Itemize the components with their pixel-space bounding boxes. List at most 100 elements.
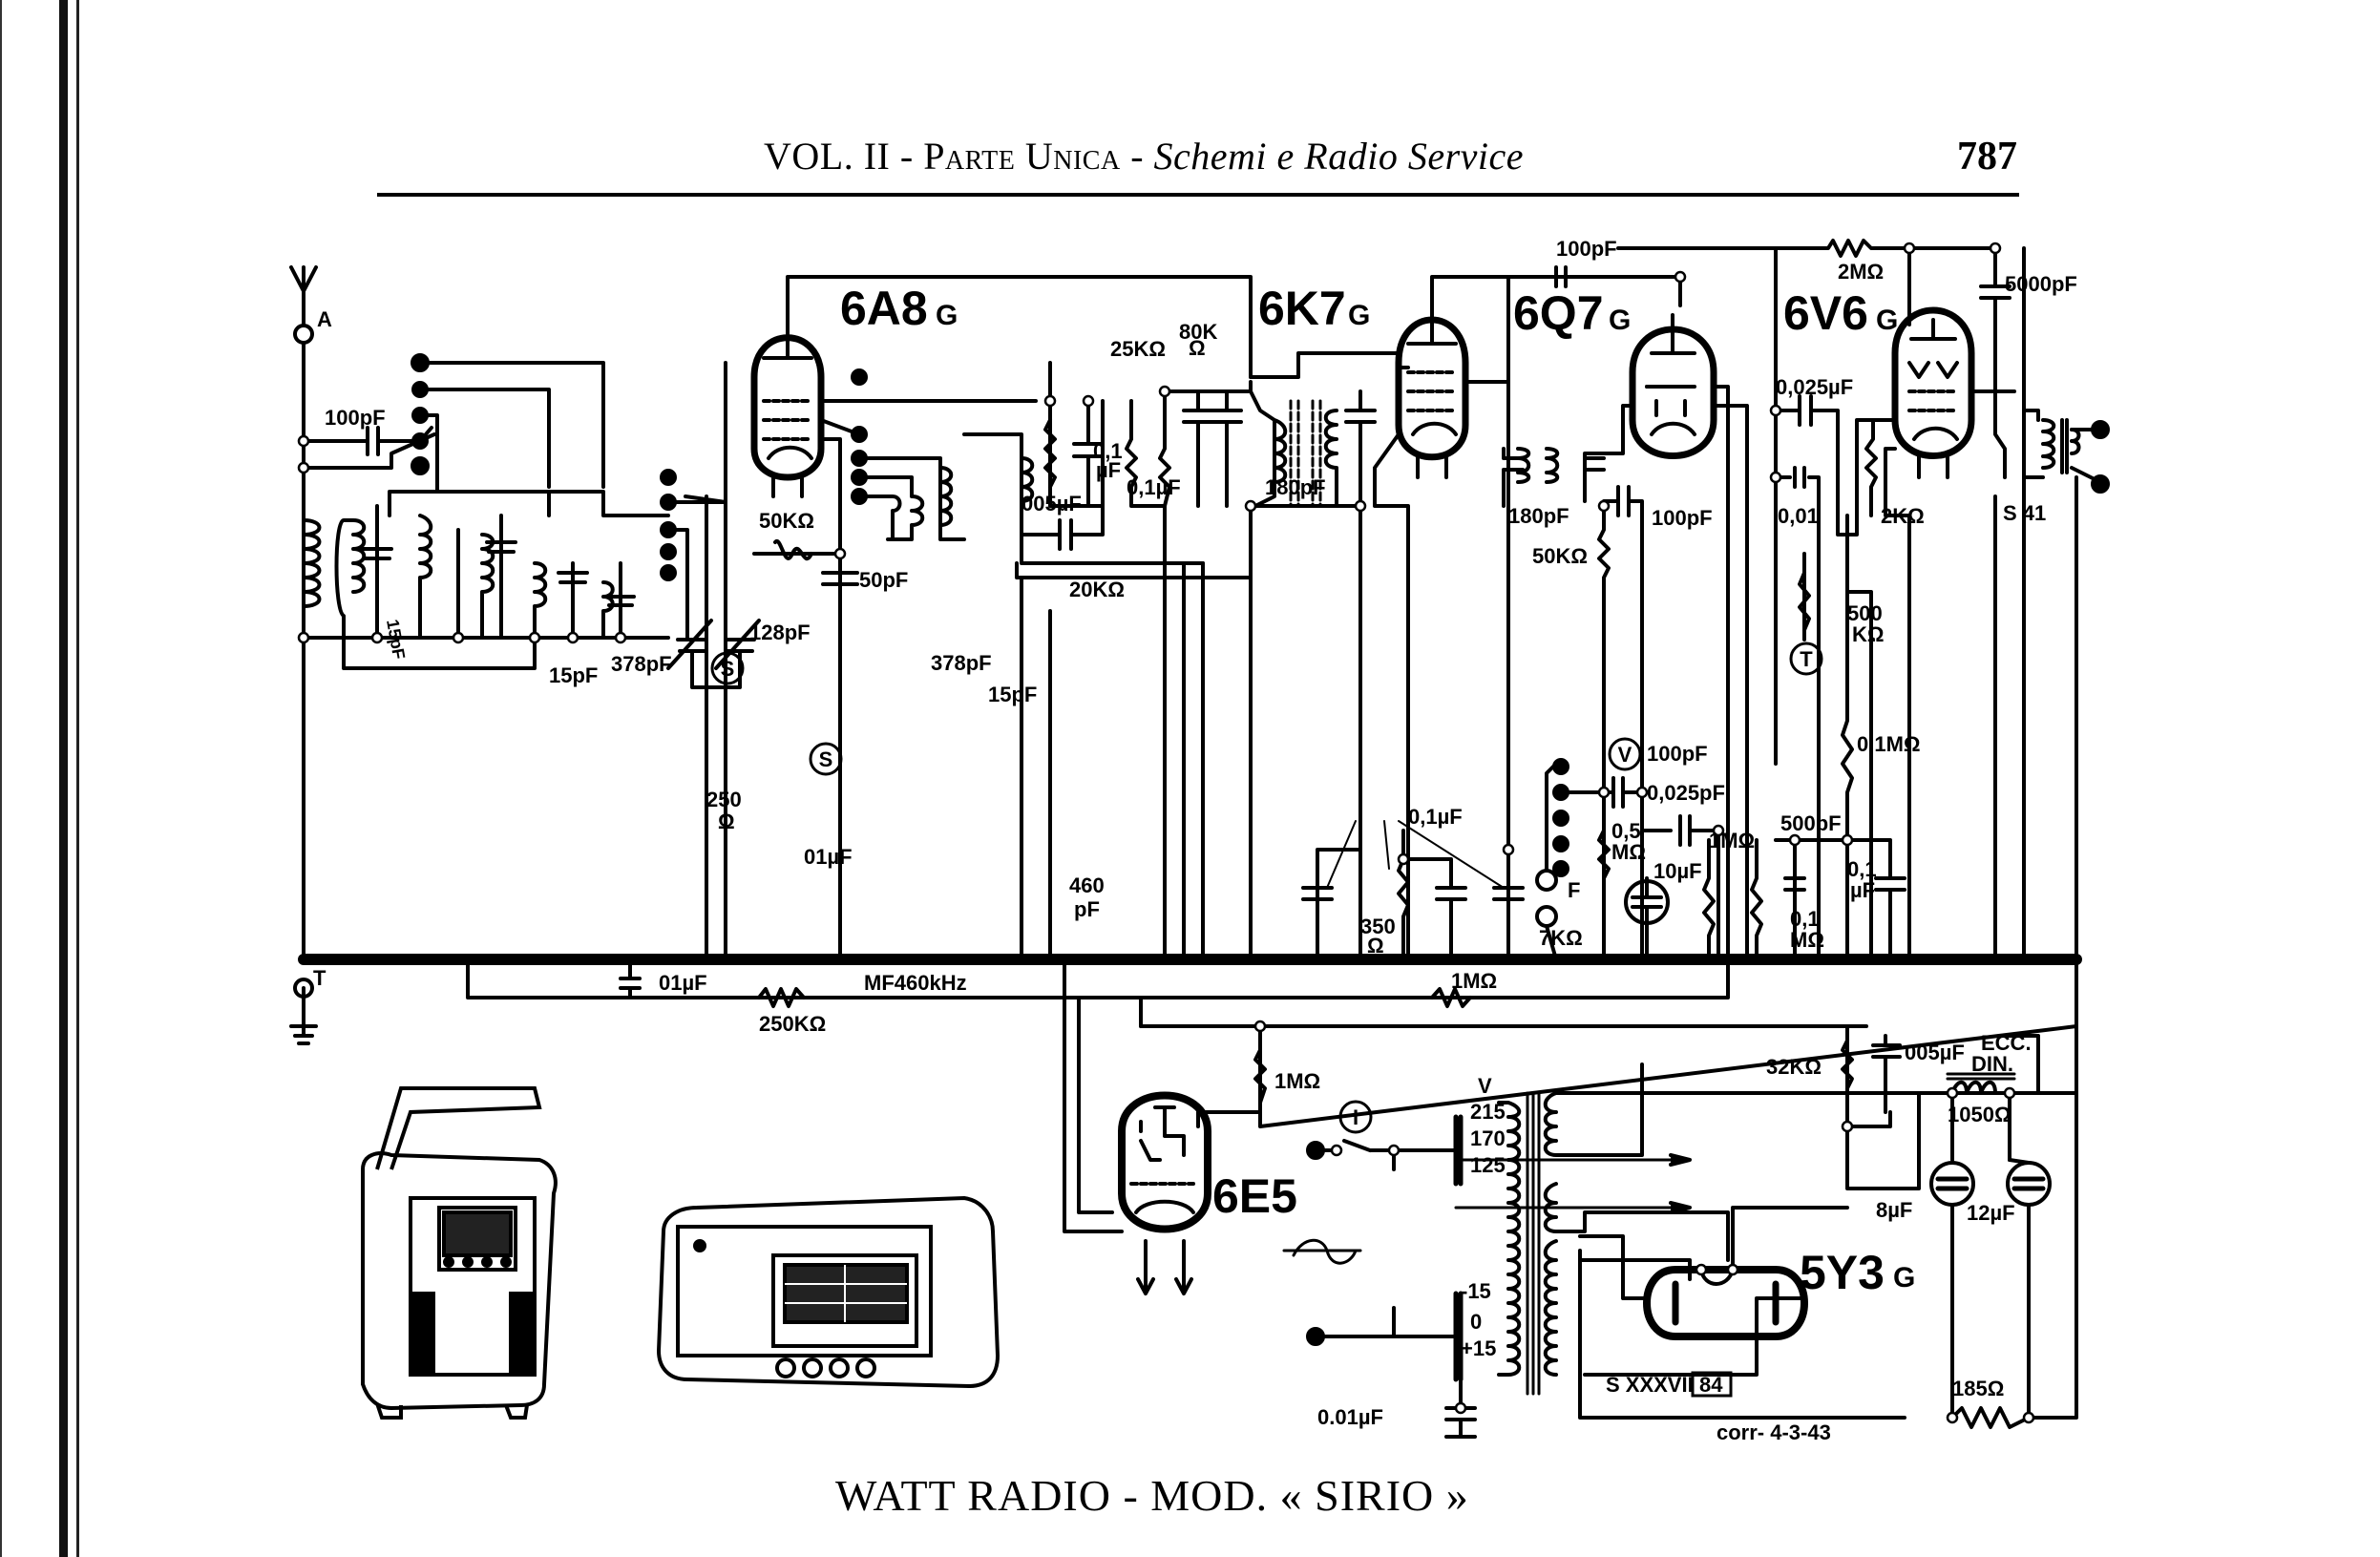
header-separator: - bbox=[890, 135, 924, 178]
label-f-terminal: F bbox=[1568, 878, 1580, 902]
marker-i-label: I bbox=[1353, 1105, 1358, 1129]
tube-6k7g bbox=[1373, 275, 1615, 961]
label-r-250k: 250KΩ bbox=[759, 1012, 826, 1036]
running-header: VOL. II - Parte Unica - Schemi e Radio S… bbox=[764, 134, 1524, 179]
label-r-500k: 500 bbox=[1847, 601, 1883, 625]
label-c-001uf: 0.01µF bbox=[1317, 1405, 1383, 1429]
label-r-1m-6e5: 1MΩ bbox=[1274, 1069, 1320, 1093]
header-part: Parte Unica bbox=[923, 135, 1121, 178]
tube-label-6a8: 6A8 bbox=[840, 282, 928, 335]
header-rule bbox=[377, 193, 2019, 197]
label-c-10uf: 10µF bbox=[1653, 859, 1702, 883]
label-c-460pf: 460 bbox=[1069, 873, 1105, 897]
page-number: 787 bbox=[1957, 135, 2017, 179]
label-c-378pf-a: 378pF bbox=[611, 652, 672, 676]
table-radio-illustration bbox=[656, 1195, 1000, 1389]
header-separator: - bbox=[1120, 135, 1154, 178]
label-c-50pf: 50pF bbox=[859, 568, 908, 592]
marker-s1 bbox=[710, 651, 745, 685]
binding-edge bbox=[59, 0, 68, 1557]
label-r-250: 250 bbox=[706, 788, 742, 811]
antenna-terminal-label: A bbox=[317, 307, 332, 331]
ground-terminal-label: T bbox=[313, 966, 326, 990]
label-c-0025pf: 0,025pF bbox=[1647, 781, 1725, 805]
filter-section bbox=[1841, 957, 2078, 1429]
marker-i bbox=[1338, 1100, 1373, 1134]
label-r-20k: 20KΩ bbox=[1069, 578, 1125, 601]
marker-s1-label: S bbox=[721, 657, 735, 681]
tube-label-5y3: 5Y3 bbox=[1800, 1246, 1885, 1299]
label-c-005uf-b: 005µF bbox=[1905, 1041, 1965, 1064]
marker-t-label: T bbox=[1800, 647, 1813, 671]
label-c-180pf-a: 180pF bbox=[1265, 475, 1326, 499]
label-power-transformer: S XXXVII bbox=[1606, 1373, 1694, 1397]
tube-suffix-6v6: G bbox=[1876, 305, 1898, 336]
label-tap-215: 215 bbox=[1470, 1100, 1506, 1124]
label-c-460pf-unit: pF bbox=[1074, 897, 1100, 921]
tube-6a8g bbox=[750, 275, 1253, 961]
label-c-ant-100pf: 100pF bbox=[325, 406, 386, 430]
label-if-frequency: MF460kHz bbox=[864, 971, 967, 995]
label-power-transformer-box: 84 bbox=[1699, 1373, 1723, 1397]
label-r-2m: 2MΩ bbox=[1838, 260, 1884, 284]
header-section: Schemi e Radio Service bbox=[1153, 135, 1525, 178]
marker-v bbox=[1608, 737, 1642, 771]
label-c-100pf-top: 100pF bbox=[1556, 237, 1617, 261]
label-c-01uf-b: 0,1µF bbox=[1127, 475, 1181, 499]
label-tap-plus15: +15 bbox=[1461, 1336, 1496, 1360]
label-r-1m-bus: 1MΩ bbox=[1451, 969, 1497, 993]
tube-5y3g bbox=[1643, 1206, 1849, 1340]
label-r-50k-b: 50KΩ bbox=[1532, 544, 1588, 568]
label-c-100pf-v: 100pF bbox=[1647, 742, 1708, 766]
label-c-15pf-b: 15pF bbox=[549, 663, 598, 687]
mains-section bbox=[1306, 1063, 2078, 1439]
label-tap-0: 0 bbox=[1470, 1310, 1482, 1334]
label-mains-v: V bbox=[1478, 1074, 1492, 1098]
label-din: DIN. bbox=[1971, 1052, 2013, 1076]
label-r-32k: 32KΩ bbox=[1766, 1055, 1822, 1079]
label-c-01uf-a: 01µF bbox=[804, 845, 853, 869]
label-r-1m-a: 1MΩ bbox=[1709, 829, 1755, 852]
binding-edge-inner bbox=[76, 0, 79, 1557]
label-c-8uf: 8µF bbox=[1876, 1198, 1912, 1222]
label-c-180pf-b: 180pF bbox=[1508, 504, 1569, 528]
tube-suffix-6k7: G bbox=[1348, 300, 1370, 331]
label-c-01-a: 0,1 bbox=[1093, 439, 1123, 463]
tube-suffix-6a8: G bbox=[936, 300, 958, 331]
label-c-01-a-unit: µF bbox=[1096, 458, 1121, 482]
label-r-01m-a: 0,1MΩ bbox=[1857, 732, 1921, 756]
label-c-128pf: 128pF bbox=[749, 621, 811, 644]
marker-t bbox=[1789, 642, 1823, 676]
label-r-185: 185Ω bbox=[1952, 1377, 2004, 1400]
label-c-01-b-unit: µF bbox=[1850, 878, 1875, 902]
label-r-80k-unit: Ω bbox=[1189, 336, 1206, 360]
label-c-15pf-c: 15pF bbox=[988, 683, 1037, 706]
label-c-5000pf: 5000pF bbox=[2005, 272, 2077, 296]
label-r-2k: 2KΩ bbox=[1881, 504, 1925, 528]
marker-v-label: V bbox=[1618, 743, 1632, 767]
radiogram-illustration bbox=[361, 1086, 558, 1420]
label-r-350-unit: Ω bbox=[1367, 934, 1384, 957]
lower-controls bbox=[1301, 514, 1906, 961]
label-c-0025uf: 0,025µF bbox=[1776, 375, 1853, 399]
label-tap-minus15: -15 bbox=[1461, 1279, 1491, 1303]
marker-s2 bbox=[809, 742, 843, 776]
label-tap-170: 170 bbox=[1470, 1126, 1506, 1150]
label-tap-125: 125 bbox=[1470, 1153, 1506, 1177]
label-c-01uf-group: 0,1µF bbox=[1408, 805, 1463, 829]
switch-symbol bbox=[1282, 1238, 1362, 1265]
label-r-25k: 25KΩ bbox=[1110, 337, 1166, 361]
label-c-500pf: 500pF bbox=[1780, 811, 1842, 835]
tube-6v6g bbox=[1616, 239, 2110, 961]
label-c-378pf-b: 378pF bbox=[931, 651, 992, 675]
label-c-15pf-a: 15pF bbox=[383, 618, 409, 661]
tube-label-6q7: 6Q7 bbox=[1513, 286, 1604, 340]
label-correction-date: corr- 4-3-43 bbox=[1717, 1420, 1831, 1444]
tube-label-6v6: 6V6 bbox=[1783, 286, 1868, 340]
label-c-12uf: 12µF bbox=[1967, 1201, 2015, 1225]
if-section bbox=[1020, 351, 1410, 961]
tube-6q7g bbox=[1502, 265, 1749, 961]
tube-suffix-6q7: G bbox=[1609, 305, 1631, 336]
label-r-50k-a: 50KΩ bbox=[759, 509, 814, 533]
tube-label-6e5: 6E5 bbox=[1212, 1169, 1297, 1223]
